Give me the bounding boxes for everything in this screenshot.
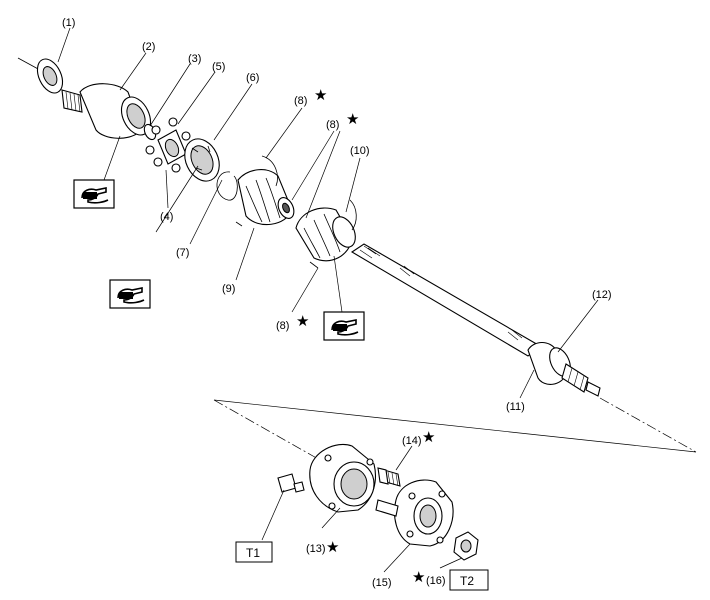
callout-8-bottom: (8) — [276, 320, 289, 332]
callout-7: (7) — [176, 247, 189, 259]
grease-application-icon — [323, 311, 365, 341]
hub-bolt-left — [277, 473, 305, 493]
part-9-boot — [237, 169, 295, 226]
replace-part-star-icon: ★ — [326, 538, 339, 556]
callout-4: (4) — [160, 211, 173, 223]
callout-5: (5) — [212, 61, 225, 73]
part-4-inner-race — [157, 129, 187, 165]
part-16-axle-nut — [453, 531, 479, 561]
torque-label-t1: T1 — [246, 546, 260, 560]
leader-lines-lower — [261, 445, 463, 573]
drive-shaft — [350, 243, 541, 357]
callout-8-top: (8) — [294, 95, 307, 107]
callout-14: (14) — [402, 435, 422, 447]
part-7-circlip — [216, 171, 238, 201]
part-14-hub-stud — [377, 467, 401, 487]
callout-2: (2) — [142, 41, 155, 53]
callout-12: (12) — [592, 289, 612, 301]
callout-13: (13) — [306, 543, 326, 555]
callout-3: (3) — [188, 53, 201, 65]
part-2-outer-housing — [61, 83, 152, 139]
torque-box-t1: T1 — [235, 541, 273, 563]
part-8-boot-bands — [235, 155, 357, 269]
callout-15: (15) — [372, 577, 392, 589]
callout-6: (6) — [246, 72, 259, 84]
callout-10: (10) — [350, 145, 370, 157]
leader-lines-upper — [57, 27, 697, 453]
projection-lines — [213, 399, 697, 461]
callout-8-mid: (8) — [326, 119, 339, 131]
grease-application-icon — [73, 179, 115, 209]
part-13-hub-bearing — [309, 444, 376, 513]
replace-part-star-icon: ★ — [314, 86, 327, 104]
torque-label-t2: T2 — [460, 574, 474, 588]
callout-1: (1) — [62, 17, 75, 29]
callout-11: (11) — [506, 401, 525, 413]
replace-part-star-icon: ★ — [346, 110, 359, 128]
torque-box-t2: T2 — [449, 569, 489, 591]
grease-application-icon — [109, 279, 151, 309]
part-10-boot — [295, 207, 356, 262]
replace-part-star-icon: ★ — [412, 568, 425, 586]
replace-part-star-icon: ★ — [422, 428, 435, 446]
callout-9: (9) — [222, 283, 235, 295]
part-1-seal — [17, 57, 64, 94]
part-15-hub — [375, 479, 454, 547]
part-6-cage — [184, 138, 220, 182]
part-11-12-outer-joint — [527, 341, 601, 397]
callout-16: (16) — [426, 575, 446, 587]
replace-part-star-icon: ★ — [296, 312, 309, 330]
